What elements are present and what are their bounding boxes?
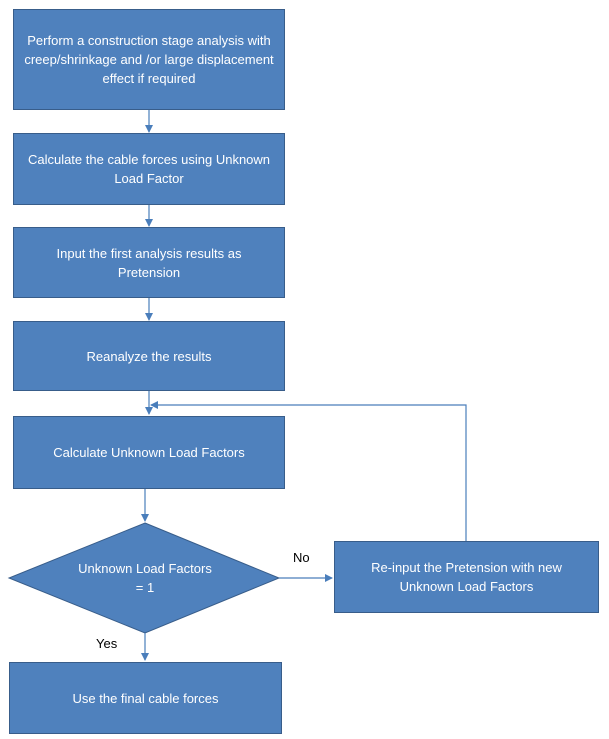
decision-label-text: Unknown Load Factors = 1 [78, 561, 212, 595]
decision-label: Unknown Load Factors = 1 [75, 555, 215, 601]
step-reinput-pretension: Re-input the Pretension with new Unknown… [334, 541, 599, 613]
step-reinput-pretension-label: Re-input the Pretension with new Unknown… [371, 560, 562, 594]
step-reanalyze: Reanalyze the results [13, 321, 285, 391]
step-input-pretension: Input the first analysis results as Pret… [13, 227, 285, 298]
step-calculate-cable-forces: Calculate the cable forces using Unknown… [13, 133, 285, 205]
step-calculate-unknown-load-factors: Calculate Unknown Load Factors [13, 416, 285, 489]
step-reanalyze-label: Reanalyze the results [86, 348, 212, 364]
edge-label-yes: Yes [96, 636, 118, 651]
step-construction-stage-analysis-label: Perform a construction stage analysis wi… [24, 33, 274, 86]
step-use-final-cable-forces: Use the final cable forces [9, 662, 282, 734]
step-input-pretension-label: Input the first analysis results as Pret… [56, 245, 242, 280]
connector-reinput-loop [150, 401, 467, 541]
step-calculate-cable-forces-label: Calculate the cable forces using Unknown… [27, 152, 271, 186]
step-use-final-cable-forces-label: Use the final cable forces [72, 690, 219, 706]
edge-label-no: No [293, 550, 310, 565]
step-construction-stage-analysis: Perform a construction stage analysis wi… [13, 9, 285, 110]
step-calculate-unknown-load-factors-label: Calculate Unknown Load Factors [53, 445, 245, 460]
